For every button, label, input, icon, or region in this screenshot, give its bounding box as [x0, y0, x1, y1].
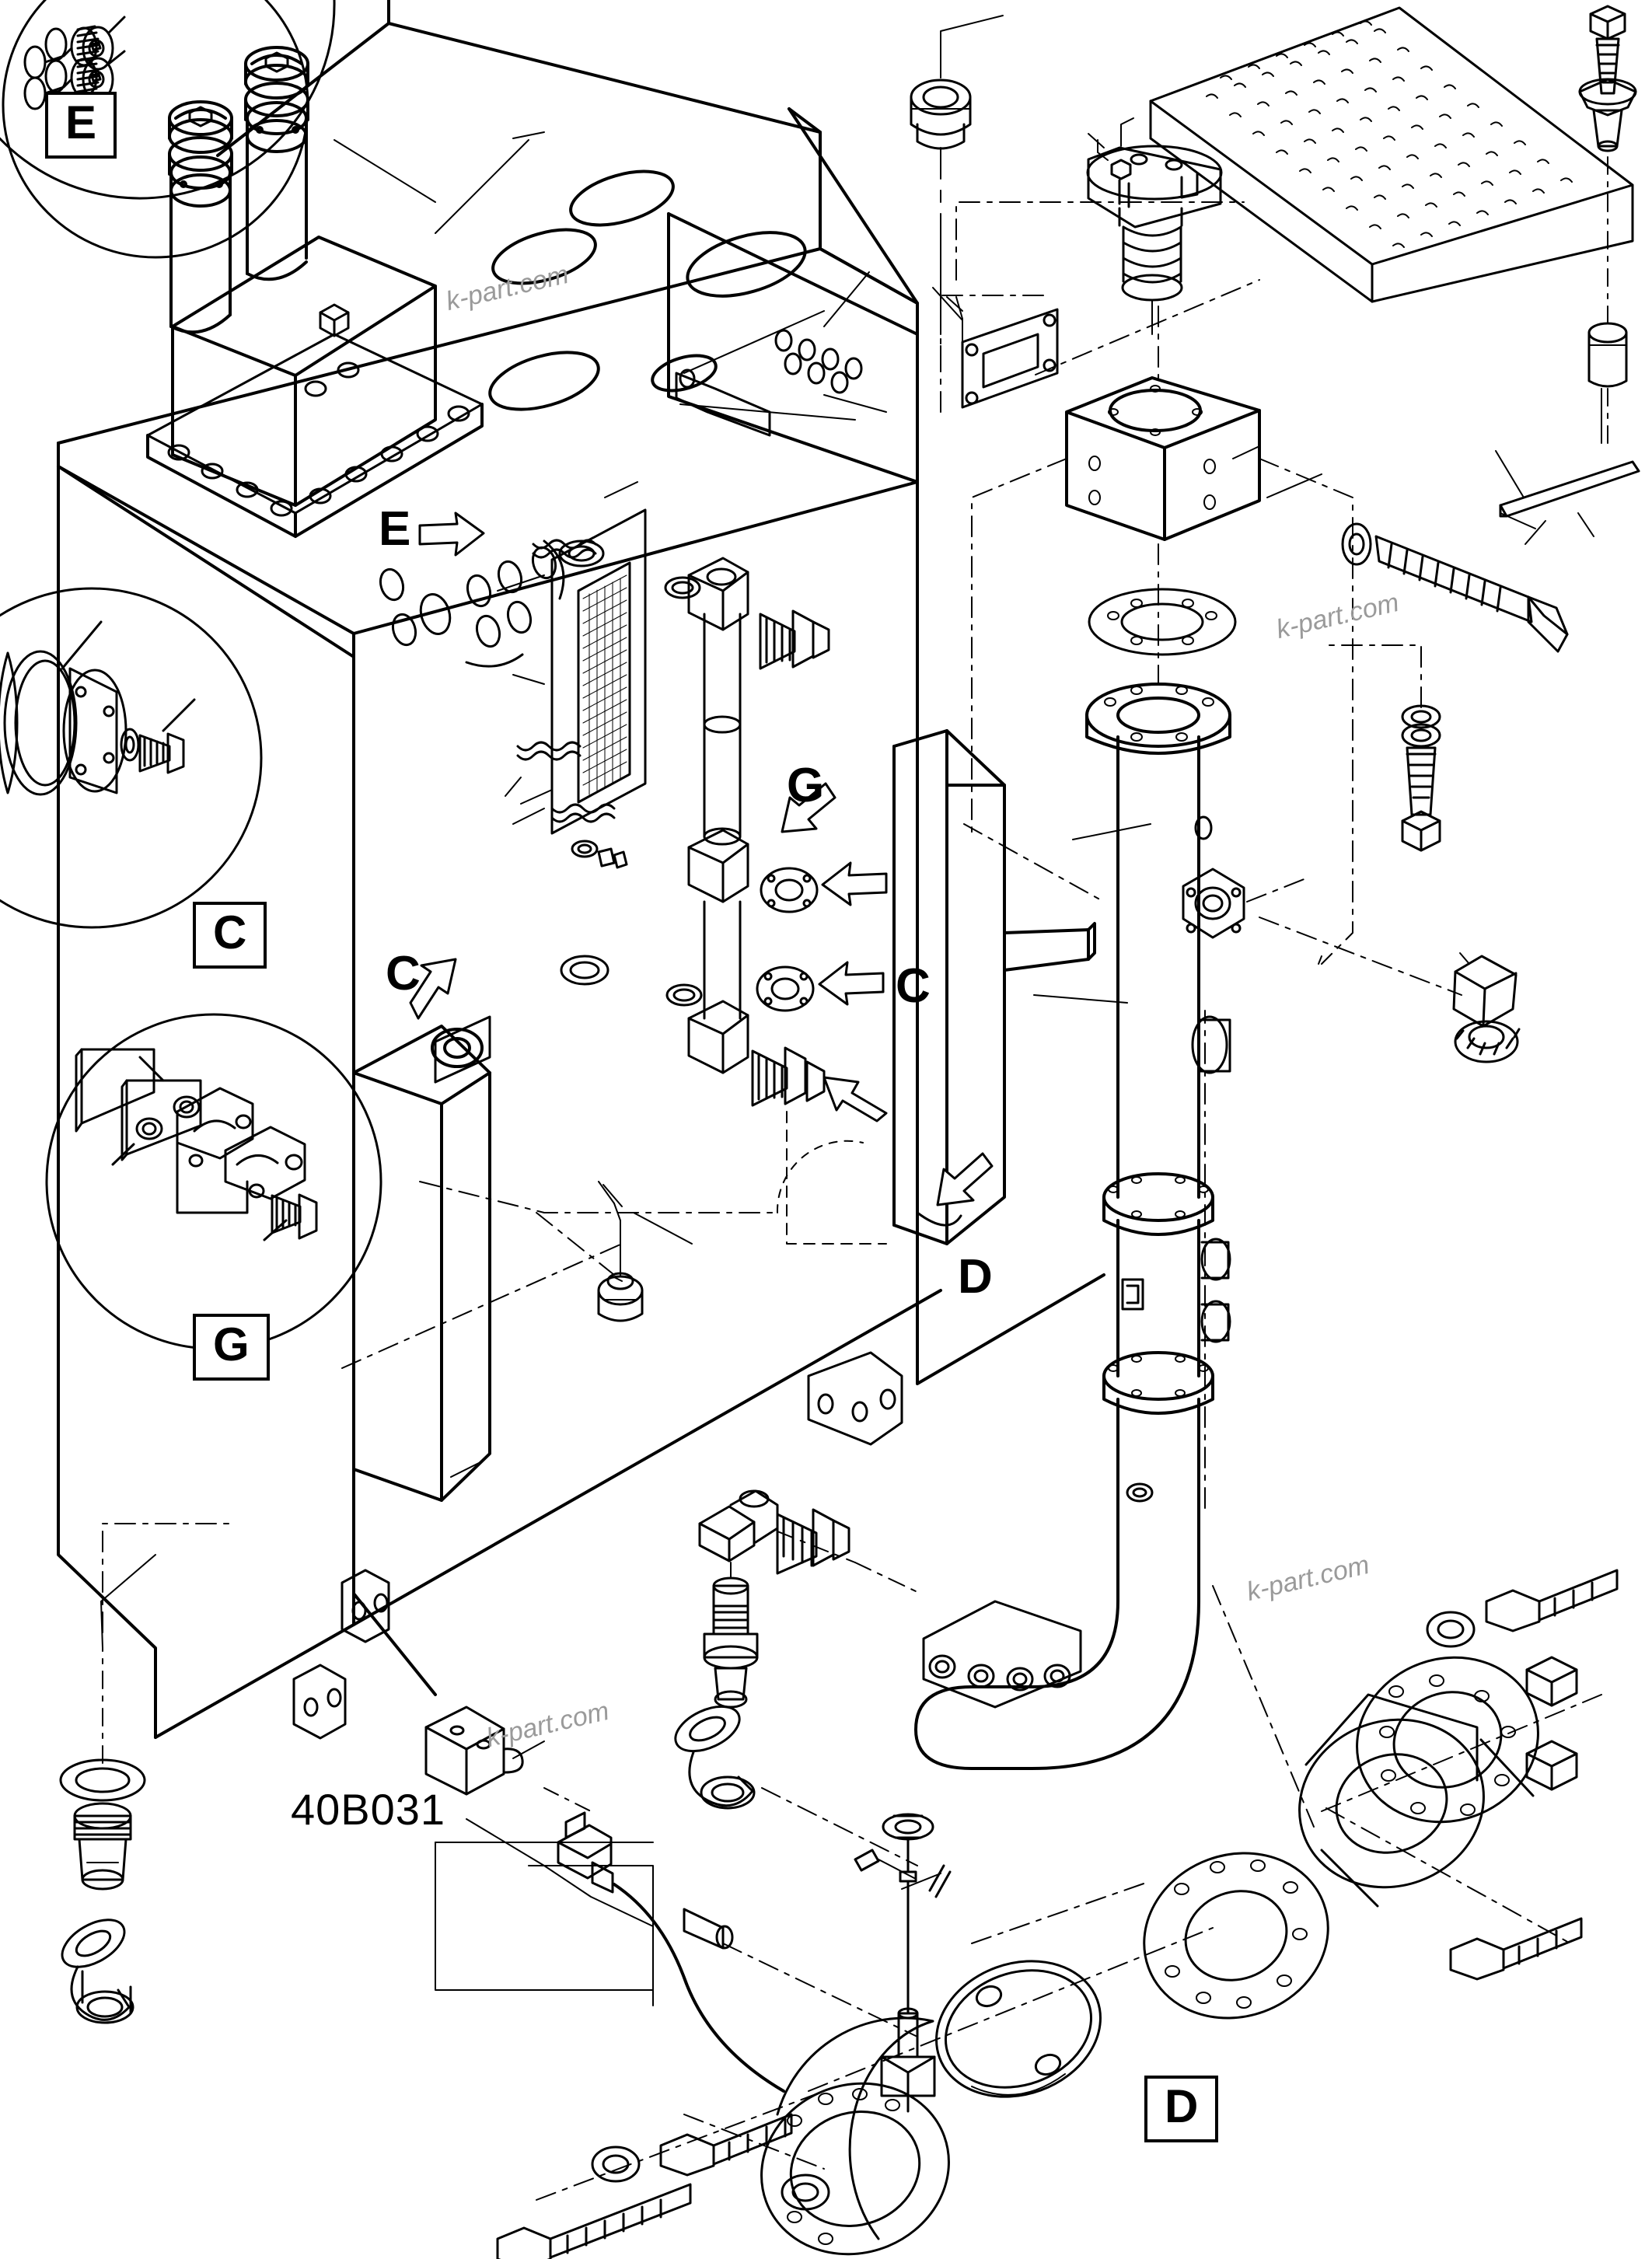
tank-feet [292, 1351, 903, 1740]
access-cover-oval [935, 1960, 1102, 2098]
detail-circle-c [0, 587, 263, 929]
float-gauge-rod [854, 1813, 952, 2113]
diagonal-bar-right [1499, 460, 1640, 545]
flange-hub-assembly [1143, 1569, 1619, 2020]
wedge-baffle [776, 729, 1096, 1245]
bolt-washer-right-mid [1401, 704, 1441, 852]
tank-body [57, 0, 1105, 1739]
arrow-label-d: D [958, 1250, 993, 1304]
knurled-fitting-right [1452, 952, 1521, 1063]
side-bracket-left [434, 1015, 491, 1084]
arrow-label-c-left: C [386, 947, 421, 1000]
tank-top-openings [488, 169, 807, 411]
sight-gauge-rod [558, 539, 830, 1107]
bottom-mounting-flange [496, 2016, 950, 2259]
detail-label-e: E [45, 92, 117, 159]
tank-bolt-holes [379, 539, 565, 668]
left-baffle [352, 1025, 491, 1502]
callout-arrows [409, 512, 994, 1206]
bolt-top-right-1 [1589, 5, 1626, 95]
detail-label-c: C [193, 902, 267, 969]
strainer-screen [505, 508, 647, 869]
flange-gasket [1088, 588, 1237, 656]
detail-label-g: G [193, 1314, 270, 1381]
center-flange-discs [756, 867, 819, 1012]
pump-block [146, 46, 545, 538]
long-tie-rod [1341, 522, 1569, 653]
arrow-label-e: E [379, 502, 411, 556]
gasket-plate [932, 287, 1059, 409]
vertical-pipe [914, 683, 1245, 1770]
detail-circle-e [0, 0, 336, 259]
leader-lines [435, 139, 1602, 1890]
detail-label-d: D [1144, 2076, 1219, 2142]
side-panel-holes [675, 329, 863, 437]
centerlines [102, 201, 1602, 2201]
detail-circle-g [45, 1013, 382, 1350]
drain-plug-mid [597, 1184, 644, 1322]
spacer-sleeve-right [1587, 155, 1628, 444]
bolt-top-right-2 [1578, 78, 1637, 152]
bottom-center-fittings [674, 1489, 918, 1810]
filler-plug-top [910, 15, 1004, 358]
bottom-left-plug-stack [59, 1554, 156, 2024]
arrow-label-g: G [787, 759, 825, 812]
fuel-sender-unit [424, 1706, 785, 2093]
breather-filter [1086, 117, 1223, 335]
arrow-label-c-right: C [896, 959, 931, 1013]
valve-block-cube [1065, 376, 1261, 541]
step-grating-plate [1149, 6, 1634, 303]
part-number: 40B031 [291, 1785, 446, 1834]
